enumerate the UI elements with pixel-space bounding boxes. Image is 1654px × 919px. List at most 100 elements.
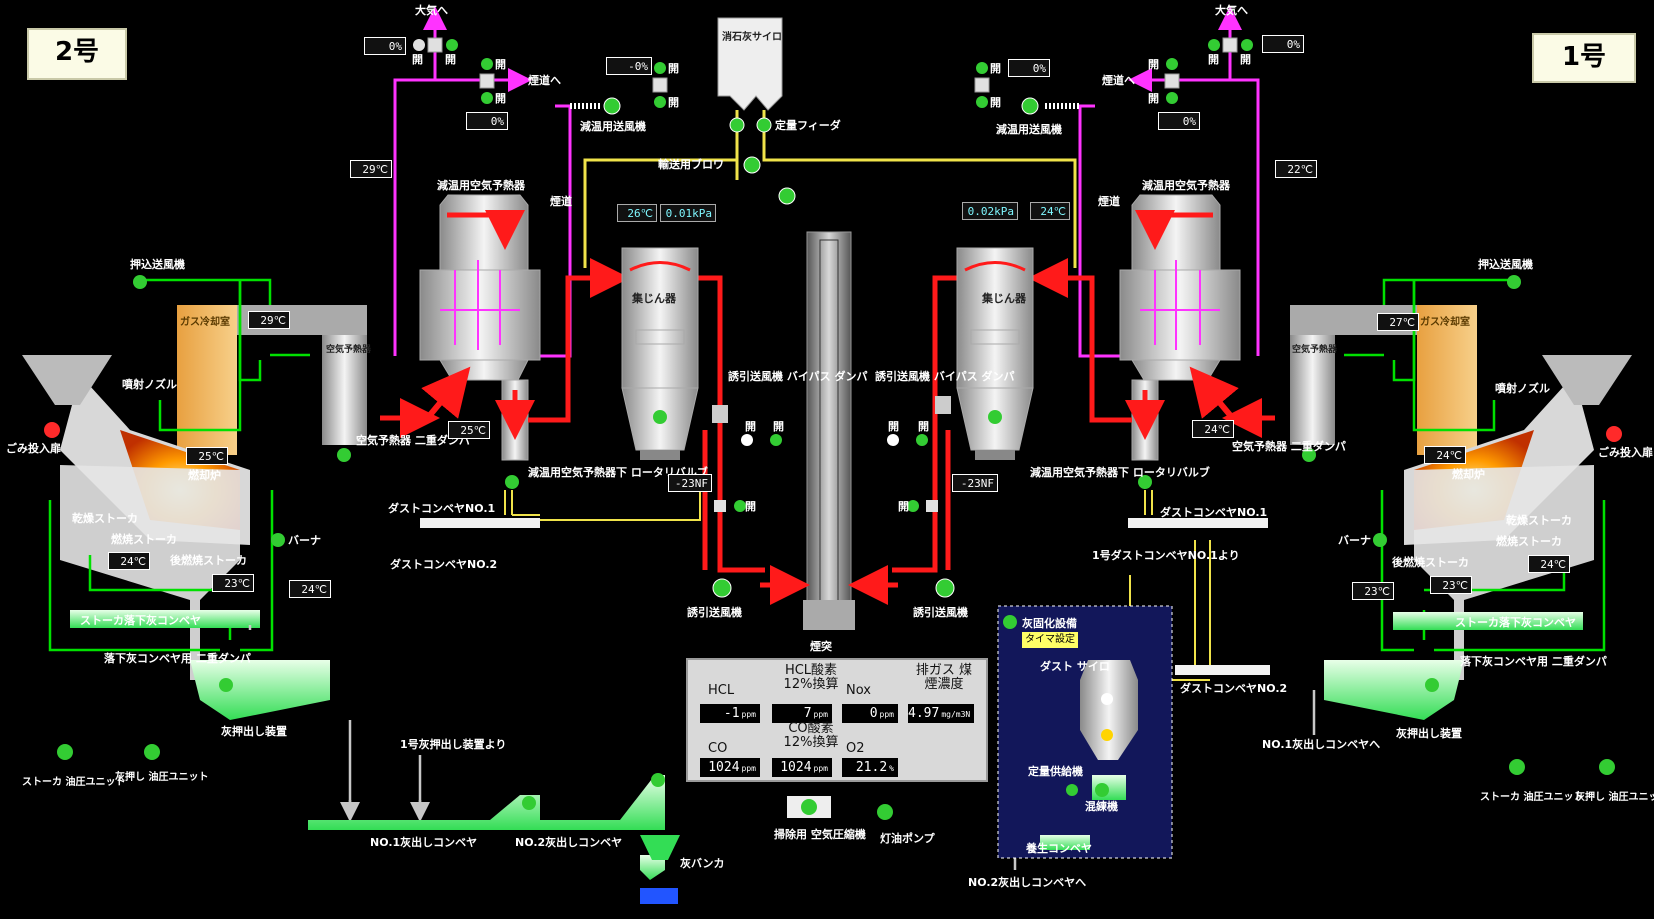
lbl-dust-silo: ダスト サイロ: [1040, 659, 1110, 673]
lbl-curing-conv: 養生コンベヤ: [1026, 841, 1092, 855]
dust-conv1-bar-right: [1128, 518, 1268, 528]
solidify-mode-button[interactable]: タイマ設定: [1022, 632, 1078, 648]
lbl-gascool-left: ガス冷却室: [180, 315, 230, 328]
readout-r-top-right: 0%: [1262, 35, 1304, 53]
id-fan-left[interactable]: [712, 578, 732, 598]
damper-lamp-right[interactable]: [1302, 448, 1316, 462]
lbl-to-no2-ash: NO.2灰出しコンベヤへ: [968, 875, 1086, 889]
push-fan-right[interactable]: [1507, 275, 1521, 289]
hcl12-label: HCL酸素 12%換算: [783, 663, 839, 692]
readout-l-stoker2: 23℃: [212, 574, 254, 592]
bag-filter-left: [621, 247, 699, 460]
lbl-bagfilter-right: 集じん器: [981, 291, 1027, 305]
lbl-damper-left: 空気予熱器 二重ダンパ: [356, 433, 470, 447]
lbl-atm-right: 大気へ: [1215, 3, 1248, 17]
lbl-open-14: 開: [773, 420, 784, 433]
lbl-ash-pusher-right: 灰押出し装置: [1396, 726, 1462, 740]
lbl-bagfilter-left: 集じん器: [631, 291, 677, 305]
lbl-stoker-conv-left: ストーカ落下灰コンベヤ: [80, 613, 201, 627]
o2-label: O2: [846, 741, 865, 756]
dust-conv2-bar-right: [1175, 665, 1270, 675]
lbl-compressor: 掃除用 空気圧縮機: [774, 827, 866, 841]
lbl-mixer: 混練機: [1085, 799, 1118, 813]
lbl-stoker-conv-right: ストーカ落下灰コンベヤ: [1455, 615, 1576, 629]
lbl-open-10: 開: [1148, 92, 1159, 105]
no2-conv-lamp[interactable]: [651, 773, 665, 787]
lbl-flue-duct-left: 煙道: [550, 194, 572, 208]
lbl-open-5: 開: [668, 62, 679, 75]
lbl-open-16: 開: [888, 420, 899, 433]
bag-filter-right: [956, 247, 1034, 460]
rotary-valve-left[interactable]: [505, 475, 519, 489]
readout-l-top-left: 0%: [364, 37, 406, 55]
lbl-ash-bunker: 灰バンカ: [680, 856, 725, 870]
co-label: CO: [708, 741, 728, 756]
lbl-chimney: 煙突: [810, 639, 832, 653]
misc-equipment[interactable]: [57, 744, 1615, 820]
readout-r-airline: 22℃: [1275, 160, 1317, 178]
readout-l-mid: 0%: [466, 112, 508, 130]
lbl-cooling-fan-right: 減温用送風機: [996, 122, 1062, 136]
lbl-atm-left: 大気へ: [415, 3, 448, 17]
hcl-label: HCL: [708, 683, 735, 698]
lbl-rotary-right: 減温用空気予熱器下 ロータリバルブ: [1030, 465, 1210, 479]
lbl-burn-stoker-left: 燃焼ストーカ: [110, 532, 177, 546]
lbl-rotary-left: 減温用空気予熱器下 ロータリバルブ: [528, 465, 708, 479]
readout-l-top-right: -0%: [606, 57, 652, 75]
readout-r-fan: -23NF: [952, 474, 998, 492]
readout-l-stoker1: 24℃: [108, 552, 150, 570]
lbl-push-fan-left: 押込送風機: [130, 257, 185, 271]
unit2-label: 2号: [27, 28, 127, 80]
damper-lamp-left[interactable]: [337, 448, 351, 462]
lbl-burner-left: バーナ: [288, 534, 321, 547]
lbl-pusher-hyd-right: 灰押し 油圧ユニット: [1575, 790, 1654, 803]
lime-valve-left[interactable]: [729, 117, 745, 133]
rotary-valve-right[interactable]: [1138, 475, 1152, 489]
burner-lamp-left[interactable]: [271, 533, 285, 547]
lbl-dust-conv2-right: ダストコンベヤNO.2: [1180, 681, 1287, 695]
lbl-post-stoker-right: 後燃焼ストーカ: [1392, 555, 1469, 569]
vertical-labels: 消石灰サイロ 集じん器 集じん器 ガス冷却室 ガス冷却室 空気予熱器 空気予熱器…: [22, 30, 1654, 803]
lbl-open-2: 開: [445, 53, 456, 66]
lbl-ash-pusher-left: 灰押出し装置: [221, 724, 287, 738]
dust-conv1-bar-left: [420, 518, 540, 528]
readout-r-furnace: 24℃: [1424, 446, 1466, 464]
readout-l-bag-temp: 26℃: [617, 204, 657, 222]
id-fan-right[interactable]: [935, 578, 955, 598]
top-dampers[interactable]: [413, 37, 1253, 115]
push-fan-left[interactable]: [133, 275, 147, 289]
transport-blower[interactable]: [743, 156, 761, 174]
lbl-open-4: 開: [495, 92, 506, 105]
readout-r-stoker3: 23℃: [1352, 582, 1394, 600]
lime-valve-right[interactable]: [756, 117, 772, 133]
no1-conv-lamp[interactable]: [522, 796, 536, 810]
readout-r-gascool: 27℃: [1377, 313, 1419, 331]
burner-lamp-right[interactable]: [1373, 533, 1387, 547]
ash-pusher-lamp-left[interactable]: [219, 678, 233, 692]
co12-label: CO酸素 12%換算: [783, 721, 839, 750]
lbl-oil-pump: 灯油ポンプ: [880, 831, 936, 845]
lbl-furnace-left: 燃却炉: [187, 468, 221, 482]
lbl-damper-right: 空気予熱器 二重ダンパ: [1232, 439, 1346, 453]
lbl-bypass-left: 誘引送風機 バイパス ダンパ: [728, 369, 867, 383]
chimney: [803, 231, 855, 630]
lime-blower-2[interactable]: [778, 187, 796, 205]
lbl-post-stoker-left: 後燃焼ストーカ: [170, 553, 247, 567]
lbl-transport-blower: 輸送用ブロワ: [658, 157, 724, 171]
ash-pusher-lamp-right[interactable]: [1425, 678, 1439, 692]
lbl-open-12: 開: [990, 96, 1001, 109]
lbl-airheater-right: 減温用空気予熱器: [1142, 178, 1231, 192]
lbl-id-fan-left: 誘引送風機: [687, 605, 742, 619]
lbl-metering: 定量供給機: [1028, 764, 1083, 778]
bypass-damper-right[interactable]: [887, 396, 951, 512]
nox-label: Nox: [846, 683, 871, 698]
lbl-drop-damper-right: 落下灰コンベヤ用 二重ダンパ: [1460, 654, 1607, 668]
lbl-to-no1-ash: NO.1灰出しコンベヤへ: [1262, 737, 1380, 751]
bypass-damper-left[interactable]: [712, 405, 782, 512]
air-heater-right: [1119, 194, 1241, 461]
lbl-open-3: 開: [495, 58, 506, 71]
